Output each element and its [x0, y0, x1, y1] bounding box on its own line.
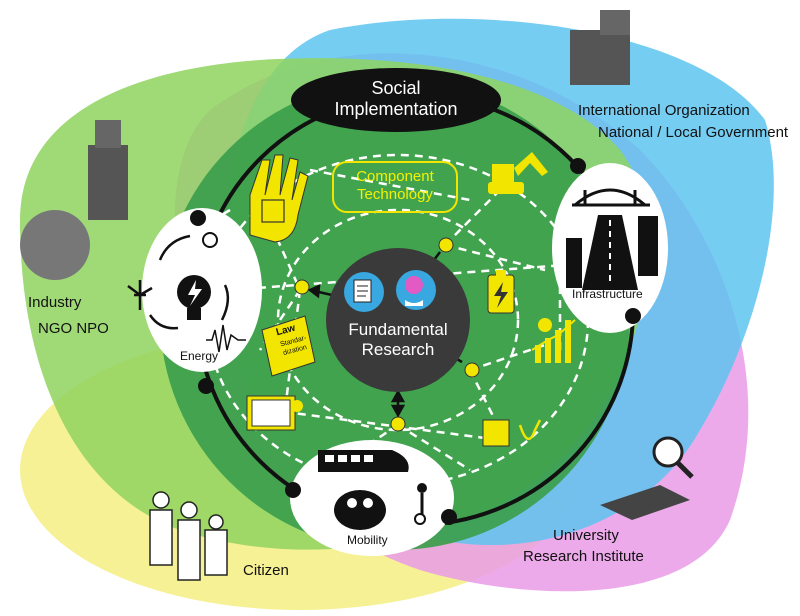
fundamental-research-label: Fundamental Research	[323, 320, 473, 360]
social-implementation-pill	[291, 68, 501, 132]
ngo-npo-label: NGO NPO	[38, 320, 109, 337]
international-organization-label: International Organization	[578, 102, 750, 119]
monitor-icon	[246, 395, 303, 431]
component-technology-box	[332, 161, 458, 213]
university-label: University	[553, 527, 619, 544]
social-line2: Implementation	[334, 99, 458, 119]
research-institute-label: Research Institute	[523, 548, 644, 565]
car-icon	[334, 490, 386, 530]
road-icon	[582, 215, 638, 290]
building-icon	[638, 216, 658, 276]
signal-wave-icon	[206, 324, 246, 353]
chip-stethoscope-icon	[482, 419, 542, 447]
mobility-label: Mobility	[347, 533, 388, 547]
ring-nodes	[190, 158, 641, 525]
infrastructure-label: Infrastructure	[572, 287, 643, 301]
handshake-icon	[20, 210, 90, 280]
center-line2: Research	[361, 340, 435, 359]
component-line2: Technology	[357, 186, 433, 203]
junction-dot	[464, 362, 480, 378]
junction-dots	[294, 237, 480, 432]
ring-node	[625, 308, 641, 324]
social-implementation-label: Social Implementation	[296, 78, 496, 120]
junction-dot	[294, 279, 310, 295]
citizens-icon	[149, 491, 228, 581]
center-line1: Fundamental	[348, 320, 448, 339]
ring-node	[570, 158, 586, 174]
law-book-icon	[261, 315, 316, 377]
ring-node	[441, 509, 457, 525]
junction-dot	[438, 237, 454, 253]
building-icon	[566, 238, 582, 288]
excavator-icon	[488, 152, 548, 194]
office-building-icon	[88, 120, 128, 220]
ring-node	[190, 210, 206, 226]
component-technology-label: Component Technology	[335, 168, 455, 204]
social-line1: Social	[371, 78, 421, 98]
magnifier-icon	[652, 436, 694, 479]
graduation-cap-icon	[600, 485, 690, 520]
industry-label: Industry	[28, 294, 82, 311]
growth-chart-icon	[531, 318, 576, 363]
bridge-icon	[572, 188, 650, 207]
battery-icon	[487, 270, 515, 314]
ring-node	[285, 482, 301, 498]
junction-dot	[390, 416, 406, 432]
citizen-label: Citizen	[243, 562, 289, 579]
sun-icon	[202, 232, 218, 248]
government-label: National / Local Government	[598, 124, 789, 141]
wind-turbine-icon	[127, 280, 153, 310]
government-building-icon	[570, 10, 630, 85]
glove-sensor-icon	[249, 154, 309, 243]
ring-node	[198, 378, 214, 394]
energy-label: Energy	[180, 349, 219, 363]
segway-icon	[417, 483, 427, 493]
component-line1: Component	[356, 168, 434, 185]
